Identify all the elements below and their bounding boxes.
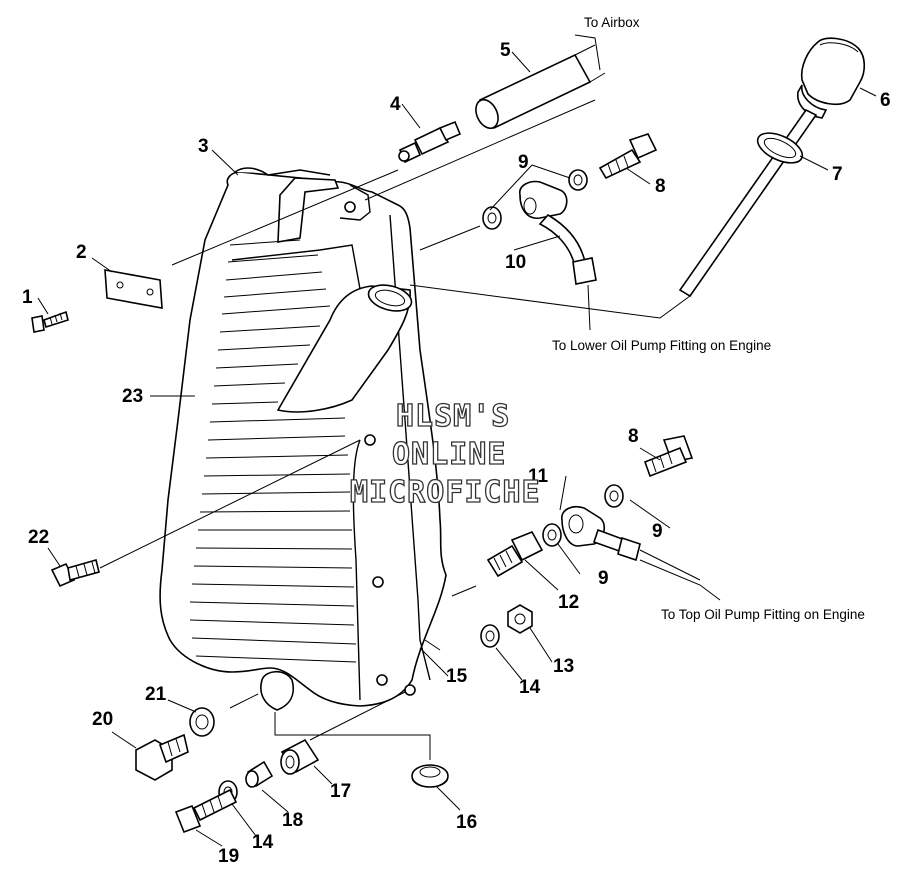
callout-20: 20: [92, 709, 113, 730]
callout-11: 11: [528, 466, 549, 487]
callout-9-right: 9: [652, 521, 663, 542]
callout-5: 5: [500, 40, 511, 61]
callout-17: 17: [330, 781, 351, 802]
watermark-line-2: ONLINE: [392, 437, 506, 472]
callout-12: 12: [558, 592, 579, 613]
washers-part-9-top: [482, 169, 588, 230]
washer-part-14-right: [480, 624, 500, 648]
callout-8-top: 8: [655, 176, 666, 197]
callout-labels: 1 2 3 4 5 6 7 8 9 10 11 12 13 14 15 16 1…: [22, 40, 891, 867]
sleeve-part-18: [245, 760, 274, 788]
hose-part-5: [475, 44, 606, 130]
callout-1: 1: [22, 287, 33, 308]
callout-9-top: 9: [518, 152, 529, 173]
banjo-fitting-part-11: [561, 505, 701, 581]
fitting-part-4: [398, 120, 462, 164]
leader-lines: [37, 34, 877, 847]
callout-9-mid: 9: [598, 568, 609, 589]
callout-6: 6: [880, 90, 891, 111]
nut-part-13: [507, 604, 533, 634]
callout-18: 18: [282, 810, 303, 831]
spacer-part-17: [280, 738, 320, 775]
o-ring-part-7: [756, 132, 804, 164]
bolt-part-8-top: [598, 133, 658, 180]
callout-10: 10: [505, 252, 526, 273]
washer-part-21: [189, 707, 215, 737]
callout-7: 7: [832, 164, 843, 185]
note-to-airbox: To Airbox: [584, 15, 640, 30]
callout-22: 22: [28, 527, 49, 548]
washer-part-9-right: [542, 484, 624, 547]
fitting-part-12: [486, 530, 544, 578]
banjo-fitting-part-10: [519, 180, 597, 285]
callout-23: 23: [122, 386, 143, 407]
grommet-part-16: [411, 764, 449, 788]
callout-14-bottom: 14: [252, 832, 274, 853]
callout-13: 13: [553, 656, 574, 677]
routing-notes: To Airbox To Lower Oil Pump Fitting on E…: [552, 15, 865, 622]
note-lower-oil-pump: To Lower Oil Pump Fitting on Engine: [552, 338, 771, 353]
tank-shading-lines: [189, 239, 357, 663]
screw-part-1: [31, 310, 69, 333]
bolt-part-22: [50, 559, 100, 588]
oil-tank: [159, 167, 447, 711]
callout-15: 15: [446, 666, 468, 687]
callout-14-right: 14: [519, 677, 541, 698]
bolt-part-8-right: [643, 435, 694, 478]
callout-21: 21: [145, 684, 167, 705]
drain-plug-part-20: [135, 733, 189, 781]
note-top-oil-pump: To Top Oil Pump Fitting on Engine: [661, 607, 865, 622]
callout-2: 2: [76, 242, 87, 263]
callout-19: 19: [218, 846, 239, 867]
callout-3: 3: [198, 136, 209, 157]
watermark-line-1: HLSM'S: [396, 399, 510, 434]
bolt-part-19: [174, 788, 238, 834]
callout-4: 4: [390, 94, 401, 115]
watermark: HLSM'S ONLINE MICROFICHE: [349, 398, 541, 510]
callout-8-right: 8: [628, 426, 639, 447]
bracket-part-2: [104, 269, 163, 309]
watermark-line-3: MICROFICHE: [350, 475, 541, 510]
callout-16: 16: [456, 812, 477, 833]
